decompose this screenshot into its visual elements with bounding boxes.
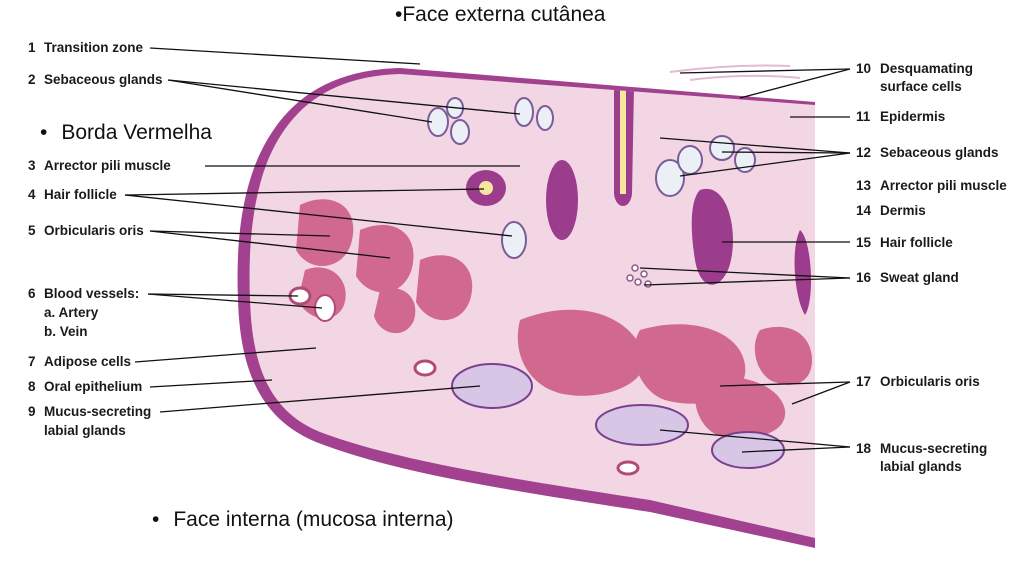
- labial-glands: [451, 363, 785, 469]
- caption-vermilion-border-text: Borda Vermelha: [61, 121, 212, 144]
- label-mucus-glands-left-line2: labial glands: [44, 423, 126, 438]
- label-artery: a. Artery: [44, 305, 99, 320]
- caption-inner-surface: •Face interna (mucosa interna): [152, 508, 454, 531]
- sebaceous-glands: [427, 97, 756, 259]
- label-vein: b. Vein: [44, 324, 88, 339]
- desquamating-cells: [669, 64, 801, 81]
- caption-inner-surface-text: Face interna (mucosa interna): [173, 508, 454, 531]
- label-desquamating-cells-line2: surface cells: [880, 79, 962, 94]
- leader-lines: [124, 47, 851, 453]
- caption-outer-surface-text: Face externa cutânea: [402, 3, 606, 26]
- caption-outer-surface: •Face externa cutânea: [395, 3, 606, 26]
- label-mucus-glands-right-line2: labial glands: [880, 459, 962, 474]
- caption-vermilion-border: •Borda Vermelha: [40, 121, 212, 144]
